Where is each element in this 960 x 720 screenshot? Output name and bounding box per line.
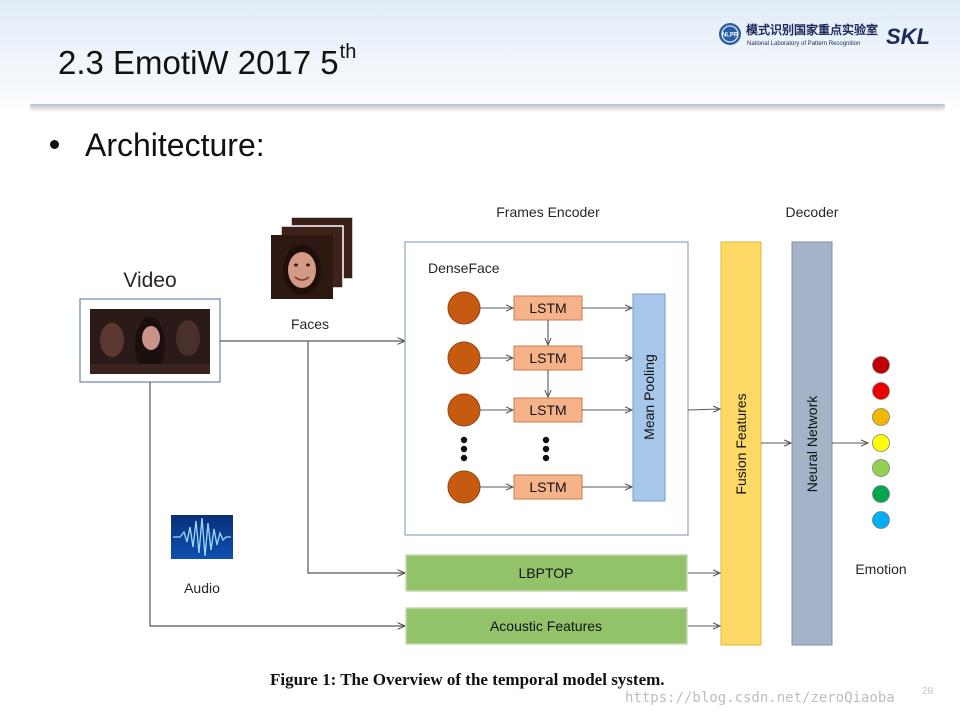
svg-text:LSTM: LSTM [529, 402, 566, 418]
video-to-acoustic-arrow [149, 382, 405, 626]
lbptop-label: LBPTOP [519, 565, 574, 581]
logo-skl-text: SKL [886, 24, 930, 49]
emotion-dot [872, 382, 890, 400]
logo-seal-text: NLPR [722, 33, 739, 39]
logo-english-text: National Laboratory of Pattern Recogniti… [747, 41, 860, 47]
denseface-node [447, 291, 481, 325]
emotion-label: Emotion [855, 561, 906, 577]
lstm-block-4: LSTM [513, 474, 583, 500]
svg-text:LSTM: LSTM [529, 479, 566, 495]
video-to-lbptop-arrow [307, 341, 405, 573]
ellipsis-dots-center [542, 436, 550, 462]
emotion-dot [872, 485, 890, 503]
lstm-block-3: LSTM [513, 397, 583, 423]
denseface-node [447, 470, 481, 504]
denseface-label: DenseFace [428, 260, 500, 276]
mean-pooling-block [632, 293, 666, 502]
svg-text:LSTM: LSTM [529, 350, 566, 366]
watermark-url: https://blog.csdn.net/zeroQiaoba [625, 690, 895, 706]
denseface-node [447, 341, 481, 375]
denseface-node [447, 393, 481, 427]
emotion-dot [872, 356, 890, 374]
figure-caption: Figure 1: The Overview of the temporal m… [270, 670, 665, 689]
neural-network-block [791, 241, 833, 646]
ellipsis-dots-left [460, 436, 468, 462]
denseface-nodes [447, 291, 481, 504]
header-band [0, 0, 960, 110]
emotion-dot [872, 459, 890, 477]
fusion-features-label: Fusion Features [733, 393, 749, 494]
frames-encoder-label: Frames Encoder [496, 204, 600, 220]
bullet-architecture: Architecture: [50, 127, 265, 164]
faces-image-stack [271, 216, 354, 299]
audio-waveform-icon [171, 515, 233, 559]
logo-chinese-text: 模式识别国家重点实验室 [746, 22, 878, 37]
emotion-dot [872, 408, 890, 426]
page-number: 28 [922, 686, 934, 697]
lbptop-block [405, 554, 688, 592]
emotion-output-dots [872, 356, 890, 529]
decoder-label: Decoder [786, 204, 839, 220]
audio-label: Audio [184, 580, 220, 596]
bullet-dot-icon [50, 140, 59, 150]
fusion-features-block [720, 241, 762, 646]
acoustic-features-label: Acoustic Features [490, 618, 602, 634]
neural-network-label: Neural Network [804, 395, 820, 492]
lstm-block-2: LSTM [513, 345, 583, 371]
video-thumbnail-image [90, 309, 210, 374]
emotion-dot [872, 511, 890, 529]
acoustic-features-block [405, 607, 688, 645]
faces-label: Faces [291, 316, 329, 332]
slide-title: 2.3 EmotiW 2017 5th [58, 41, 357, 81]
encoder-to-fusion-arrow [687, 409, 720, 410]
lstm-block-1: LSTM [513, 295, 583, 321]
emotion-dot [872, 434, 890, 452]
mean-pooling-label: Mean Pooling [641, 354, 657, 440]
svg-text:LSTM: LSTM [529, 300, 566, 316]
nlpr-logo: NLPR 模式识别国家重点实验室 National Laboratory of … [719, 22, 930, 49]
video-label: Video [123, 269, 176, 292]
header-rule [30, 104, 945, 108]
